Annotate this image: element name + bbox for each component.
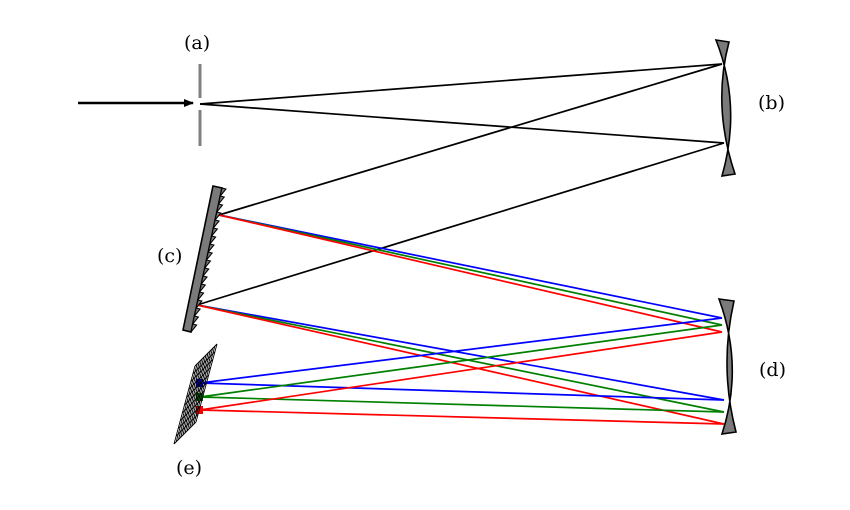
grating-tooth (192, 315, 200, 325)
detector-grid-line (177, 406, 201, 429)
detector-grid-line (175, 413, 199, 437)
grating-tooth (209, 235, 217, 245)
focused-rays-mirror-to-detector (199, 317, 725, 425)
grating-tooth (199, 283, 207, 293)
grating-tooth (202, 267, 210, 277)
grating-tooth (200, 275, 208, 285)
grating-tooth (195, 299, 203, 309)
detector-grid-line (186, 352, 209, 431)
label-collimating-mirror: (b) (758, 92, 785, 114)
grating-tooth (204, 259, 212, 269)
detector-grid-line (184, 382, 207, 406)
detector-grid-line (193, 346, 216, 425)
label-grating: (c) (157, 245, 182, 267)
grating-tooth (207, 243, 215, 253)
detector-grid (173, 343, 218, 445)
grating-tooth (206, 251, 214, 261)
grating-tooth (197, 291, 205, 301)
collimating-mirror (714, 38, 737, 177)
input-rays (196, 63, 725, 306)
grating-tooth (219, 187, 227, 197)
grating-tooth (212, 219, 220, 229)
label-detector: (e) (176, 457, 202, 479)
grating-tooth (190, 323, 198, 333)
detector-grid-line (191, 348, 214, 427)
diffraction-grating (182, 185, 227, 333)
grating-tooth (211, 227, 219, 237)
detector-grid-line (188, 350, 211, 429)
detector-grid-line (182, 390, 205, 414)
detector-grid-line (173, 421, 197, 445)
label-slit: (a) (184, 32, 210, 54)
label-focusing-mirror: (d) (759, 359, 786, 381)
detector-grid-line (195, 343, 218, 423)
grating-tooth (218, 195, 226, 205)
detector-grid-line (179, 398, 203, 421)
dispersed-rays-grating-to-mirror (196, 214, 725, 425)
grating-tooth (193, 307, 202, 317)
grating-tooth (214, 211, 222, 221)
grating-tooth (216, 203, 224, 213)
focusing-mirror (717, 298, 738, 435)
